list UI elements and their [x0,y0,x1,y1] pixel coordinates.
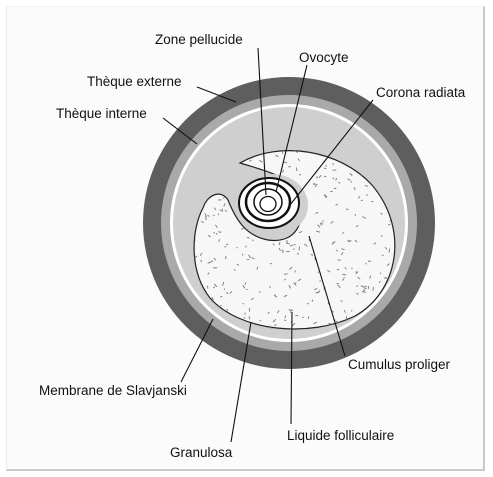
fluid-speckle [213,215,215,216]
label-ovocyte: Ovocyte [299,50,349,65]
label-cumulus-proliger: Cumulus proliger [348,357,451,372]
label-theque-interne: Thèque interne [56,106,147,121]
fluid-speckle [348,241,352,242]
fluid-speckle [338,260,341,261]
fluid-speckle [243,318,245,319]
fluid-speckle [242,254,243,256]
fluid-speckle [246,246,247,248]
ovocyte-nucleus [260,197,276,212]
label-theque-externe: Thèque externe [87,74,182,89]
fluid-speckle [270,263,272,264]
fluid-speckle [224,288,225,289]
fluid-speckle [337,283,339,284]
fluid-speckle [351,310,352,311]
fluid-speckle [336,178,337,181]
fluid-speckle [284,274,288,275]
label-granulosa: Granulosa [170,445,233,460]
fluid-speckle [326,165,327,167]
label-liquide-folliculaire: Liquide folliculaire [287,428,394,443]
fluid-speckle [382,255,384,256]
fluid-speckle [246,289,248,290]
label-zone-pellucide: Zone pellucide [155,32,243,47]
fluid-speckle [382,235,383,237]
fluid-speckle [322,221,324,222]
fluid-speckle [324,168,326,169]
fluid-speckle [361,200,363,201]
fluid-speckle [320,280,321,282]
fluid-speckle [312,300,313,302]
fluid-speckle [260,291,261,293]
label-membrane-slavjanski: Membrane de Slavjanski [39,383,187,398]
label-corona-radiata: Corona radiata [376,85,466,100]
fluid-speckle [285,315,286,318]
fluid-speckle [227,309,228,311]
fluid-speckle [214,232,215,234]
